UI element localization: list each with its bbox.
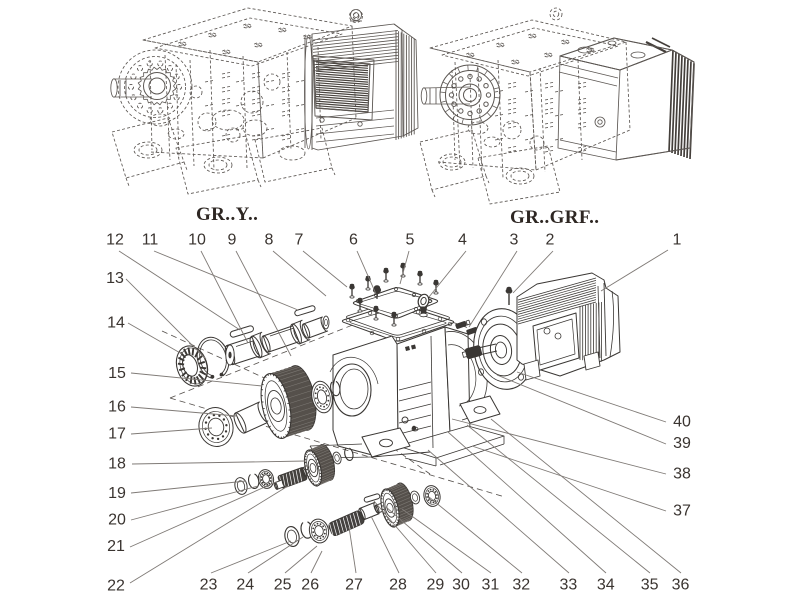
svg-text:5: 5 xyxy=(406,232,415,249)
svg-text:29: 29 xyxy=(427,577,445,594)
svg-text:31: 31 xyxy=(482,577,500,594)
svg-text:38: 38 xyxy=(673,465,691,482)
svg-text:16: 16 xyxy=(108,398,126,415)
svg-text:8: 8 xyxy=(265,232,274,249)
svg-text:20: 20 xyxy=(108,511,126,528)
svg-text:GR..GRF..: GR..GRF.. xyxy=(510,207,599,228)
svg-text:6: 6 xyxy=(349,232,358,249)
svg-text:10: 10 xyxy=(188,232,206,249)
svg-text:34: 34 xyxy=(597,577,615,594)
svg-text:26: 26 xyxy=(301,577,319,594)
svg-text:30: 30 xyxy=(452,577,470,594)
svg-text:14: 14 xyxy=(107,314,125,331)
svg-text:36: 36 xyxy=(672,577,690,594)
svg-text:19: 19 xyxy=(108,485,126,502)
svg-text:37: 37 xyxy=(673,502,691,519)
svg-text:22: 22 xyxy=(107,577,125,594)
svg-text:3: 3 xyxy=(510,232,519,249)
svg-text:28: 28 xyxy=(389,577,407,594)
svg-text:9: 9 xyxy=(228,232,237,249)
svg-text:39: 39 xyxy=(673,435,691,452)
svg-text:33: 33 xyxy=(560,577,578,594)
svg-text:27: 27 xyxy=(345,577,363,594)
svg-text:40: 40 xyxy=(673,413,691,430)
svg-text:15: 15 xyxy=(108,365,126,382)
svg-text:11: 11 xyxy=(142,232,159,249)
svg-text:12: 12 xyxy=(106,232,124,249)
svg-text:25: 25 xyxy=(274,577,292,594)
svg-text:17: 17 xyxy=(108,425,126,442)
svg-text:21: 21 xyxy=(107,538,125,555)
svg-text:2: 2 xyxy=(546,232,555,249)
svg-text:1: 1 xyxy=(673,232,682,249)
svg-text:24: 24 xyxy=(236,577,254,594)
svg-text:23: 23 xyxy=(200,577,218,594)
svg-text:32: 32 xyxy=(512,577,530,594)
svg-text:GR..Y..: GR..Y.. xyxy=(196,204,258,225)
svg-text:13: 13 xyxy=(106,270,124,287)
svg-text:4: 4 xyxy=(458,232,467,249)
svg-text:35: 35 xyxy=(641,577,659,594)
svg-text:18: 18 xyxy=(108,455,126,472)
svg-text:7: 7 xyxy=(295,232,304,249)
